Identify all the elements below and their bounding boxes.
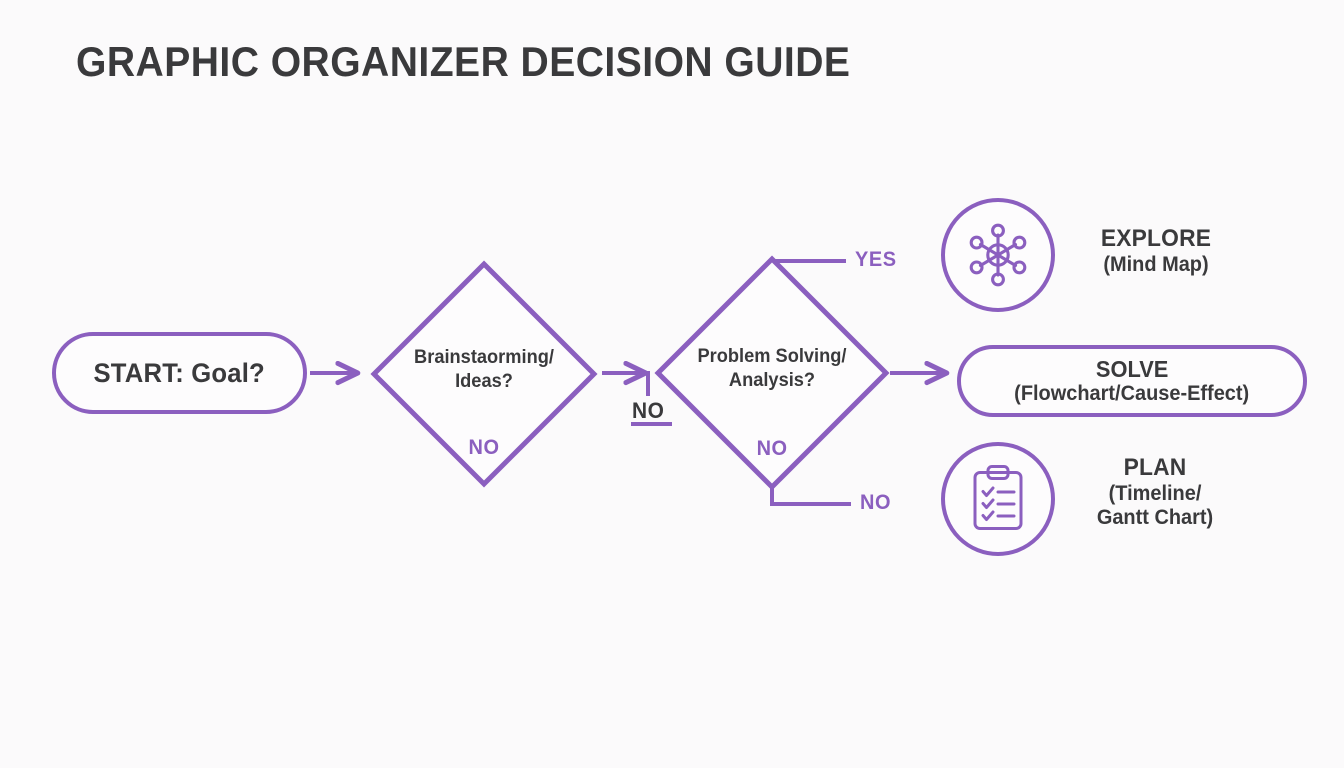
decision-label-brainstorming: Brainstaorming/ Ideas? xyxy=(373,346,596,394)
solve-subtitle: (Flowchart/Cause-Effect) xyxy=(1014,381,1250,405)
mind-map-icon xyxy=(969,223,1027,287)
decision-inner-no-label: NO xyxy=(756,437,788,460)
decision-label-line2: Ideas? xyxy=(455,370,513,392)
plan-subtitle-line1: (Timeline/ xyxy=(1108,481,1202,505)
plan-icon-container[interactable] xyxy=(941,442,1055,556)
plan-subtitle-line2: Gantt Chart) xyxy=(1096,505,1214,529)
solve-title: SOLVE xyxy=(1095,356,1169,383)
start-node[interactable]: START: Goal? xyxy=(52,332,307,414)
start-node-label: START: Goal? xyxy=(93,357,266,388)
plan-outcome-text: PLAN (Timeline/ Gantt Chart) xyxy=(1064,454,1246,530)
decision-inner-no-label: NO xyxy=(468,436,500,459)
page-title: GRAPHIC ORGANIZER DECISION GUIDE xyxy=(76,38,851,85)
explore-subtitle: (Mind Map) xyxy=(1103,252,1209,276)
decision-label-line1: Brainstaorming/ xyxy=(414,347,554,368)
explore-outcome-text: EXPLORE (Mind Map) xyxy=(1068,225,1244,277)
diamond-shape xyxy=(370,260,598,488)
decision-node-problem-solving[interactable]: Problem Solving/ Analysis? NO xyxy=(652,253,892,493)
branch-label-no-bottom: NO xyxy=(860,491,892,514)
explore-icon-container[interactable] xyxy=(941,198,1055,312)
decision-node-brainstorming[interactable]: Brainstaorming/ Ideas? NO xyxy=(368,258,600,490)
explore-title: EXPLORE xyxy=(1100,225,1212,252)
decision-label-line2: Analysis? xyxy=(728,369,816,391)
decision-label-problem-solving: Problem Solving/ Analysis? xyxy=(657,345,887,393)
decision-label-line1: Problem Solving/ xyxy=(697,346,847,367)
plan-title: PLAN xyxy=(1123,454,1187,481)
branch-label-yes: YES xyxy=(855,248,897,271)
branch-label-no-between: NO xyxy=(632,398,665,423)
solve-outcome-node[interactable]: SOLVE (Flowchart/Cause-Effect) xyxy=(957,345,1307,417)
clipboard-checklist-icon xyxy=(973,465,1023,530)
diamond-shape xyxy=(654,255,890,491)
